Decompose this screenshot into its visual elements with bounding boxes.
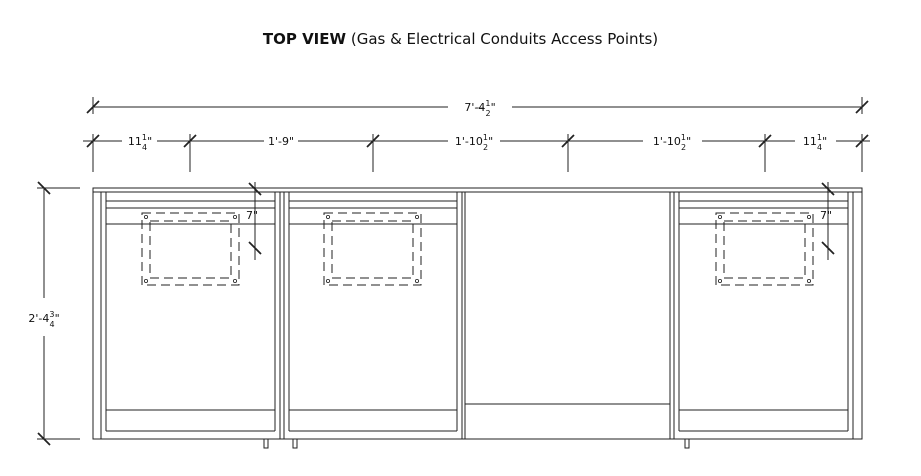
dim-seg-2: 1'-9" [268, 135, 294, 148]
screw-holes [143, 214, 812, 283]
drawing-title: TOP VIEW (Gas & Electrical Conduits Acce… [0, 30, 921, 48]
legs [263, 438, 690, 449]
cabinet-2 [283, 192, 463, 439]
access-cutout-1 [141, 212, 240, 286]
outer-outline [92, 187, 863, 440]
dim-access-right: 7" [820, 209, 832, 222]
open-bay [464, 192, 671, 439]
dim-access-left: 7" [246, 209, 258, 222]
title-main: TOP VIEW [262, 30, 347, 48]
cabinet-1 [100, 192, 281, 439]
dimension-lines [37, 97, 870, 446]
title-sub: (Gas & Electrical Conduits Access Points… [350, 30, 659, 48]
cabinet-3 [673, 192, 854, 439]
access-cutout-2 [323, 212, 422, 286]
access-cutout-3 [715, 212, 814, 286]
